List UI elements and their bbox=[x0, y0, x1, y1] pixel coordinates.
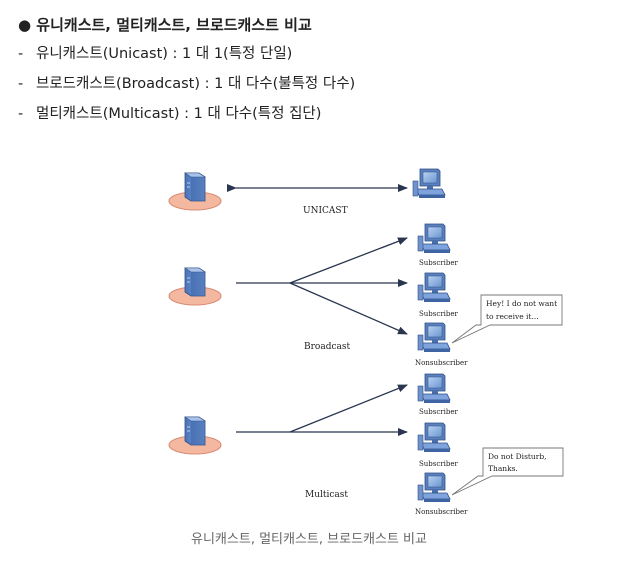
list-dash: - bbox=[18, 76, 24, 92]
broadcast-diagram: Subscriber Subscriber Nonsubscriber Broa… bbox=[168, 223, 563, 367]
list-dash: - bbox=[18, 46, 24, 62]
broadcast-arrow bbox=[289, 282, 408, 335]
nonsubscriber-label: Nonsubscriber bbox=[415, 508, 468, 516]
list-dash: - bbox=[18, 106, 24, 122]
server-icon bbox=[168, 267, 222, 306]
speech-bubble-text: Hey! I do not want bbox=[486, 299, 557, 308]
multicast-arrow bbox=[289, 384, 408, 433]
server-icon bbox=[168, 416, 222, 455]
nonsubscriber-label: Nonsubscriber bbox=[415, 359, 468, 367]
computer-icon bbox=[417, 223, 451, 254]
speech-bubble-text: Thanks. bbox=[488, 464, 518, 473]
broadcast-label: Broadcast bbox=[304, 342, 350, 352]
list-item-text: 유니캐스트(Unicast) : 1 대 1(특정 단일) bbox=[36, 46, 293, 62]
subscriber-label: Subscriber bbox=[419, 460, 459, 468]
computer-icon bbox=[417, 322, 451, 353]
list-item-text: 브로드캐스트(Broadcast) : 1 대 다수(불특정 다수) bbox=[36, 76, 356, 92]
list-item-broadcast: -브로드캐스트(Broadcast) : 1 대 다수(불특정 다수) bbox=[18, 74, 355, 94]
list-item-text: 멀티캐스트(Multicast) : 1 대 다수(특정 집단) bbox=[36, 106, 322, 122]
unicast-label: UNICAST bbox=[303, 206, 348, 216]
multicast-label: Multicast bbox=[305, 490, 348, 500]
speech-bubble bbox=[451, 294, 563, 344]
computer-icon bbox=[417, 472, 451, 503]
broadcast-arrow bbox=[289, 237, 408, 284]
speech-bubble bbox=[451, 447, 564, 496]
multicast-diagram: Subscriber Subscriber Nonsubscriber Mult… bbox=[168, 373, 564, 516]
subscriber-label: Subscriber bbox=[419, 408, 459, 416]
subscriber-label: Subscriber bbox=[419, 259, 459, 267]
text-block: ● 유니캐스트, 멀티캐스트, 브로드캐스트 비교 -유니캐스트(Unicast… bbox=[18, 14, 355, 134]
unicast-diagram: UNICAST bbox=[168, 168, 446, 216]
list-item-multicast: -멀티캐스트(Multicast) : 1 대 다수(특정 집단) bbox=[18, 104, 355, 124]
figure-caption: 유니캐스트, 멀티캐스트, 브로드캐스트 비교 bbox=[191, 532, 427, 547]
computer-icon bbox=[412, 168, 446, 199]
server-icon bbox=[168, 172, 222, 211]
subscriber-label: Subscriber bbox=[419, 310, 459, 318]
computer-icon bbox=[417, 373, 451, 404]
speech-bubble-text: to receive it... bbox=[486, 312, 539, 321]
computer-icon bbox=[417, 422, 451, 453]
section-heading: ● 유니캐스트, 멀티캐스트, 브로드캐스트 비교 bbox=[18, 16, 312, 34]
speech-bubble-text: Do not Disturb, bbox=[488, 452, 547, 461]
list-item-unicast: -유니캐스트(Unicast) : 1 대 1(특정 단일) bbox=[18, 44, 355, 64]
computer-icon bbox=[417, 272, 451, 303]
